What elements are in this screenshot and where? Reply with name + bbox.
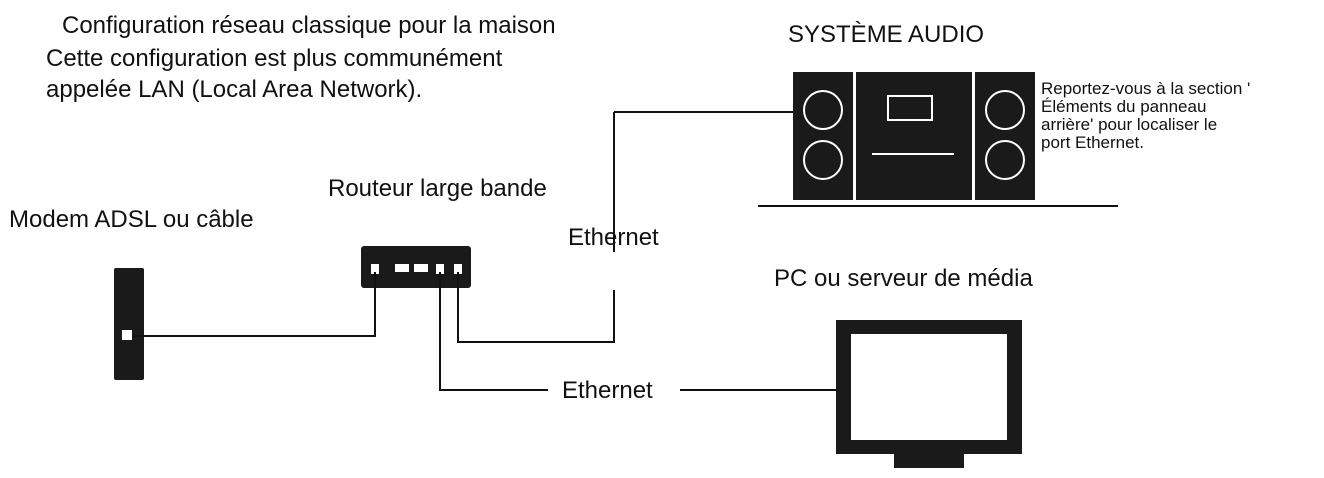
ethernet-label-upper: Ethernet [568,224,659,251]
audio-system-icon [758,72,1118,207]
audio-system-label: SYSTÈME AUDIO [788,21,985,48]
ethernet-cables [132,111,836,391]
router-label: Routeur large bande [328,175,547,202]
router-icon [361,246,471,288]
intro-line-3: appelée LAN (Local Area Network). [46,76,423,103]
pc-label: PC ou serveur de média [774,265,1033,292]
intro-line-1: Configuration réseau classique pour la m… [62,12,556,39]
modem-label: Modem ADSL ou câble [9,206,254,233]
monitor-icon [836,320,1022,468]
note-line-1: Reportez-vous à la section ' [1041,79,1251,98]
note-line-3: arrière' pour localiser le [1041,115,1218,134]
modem-icon [114,268,144,380]
intro-line-2: Cette configuration est plus communément [46,45,503,72]
note-line-2: Éléments du panneau [1041,97,1207,116]
note-line-4: port Ethernet. [1041,133,1145,152]
ethernet-label-lower: Ethernet [562,377,653,404]
